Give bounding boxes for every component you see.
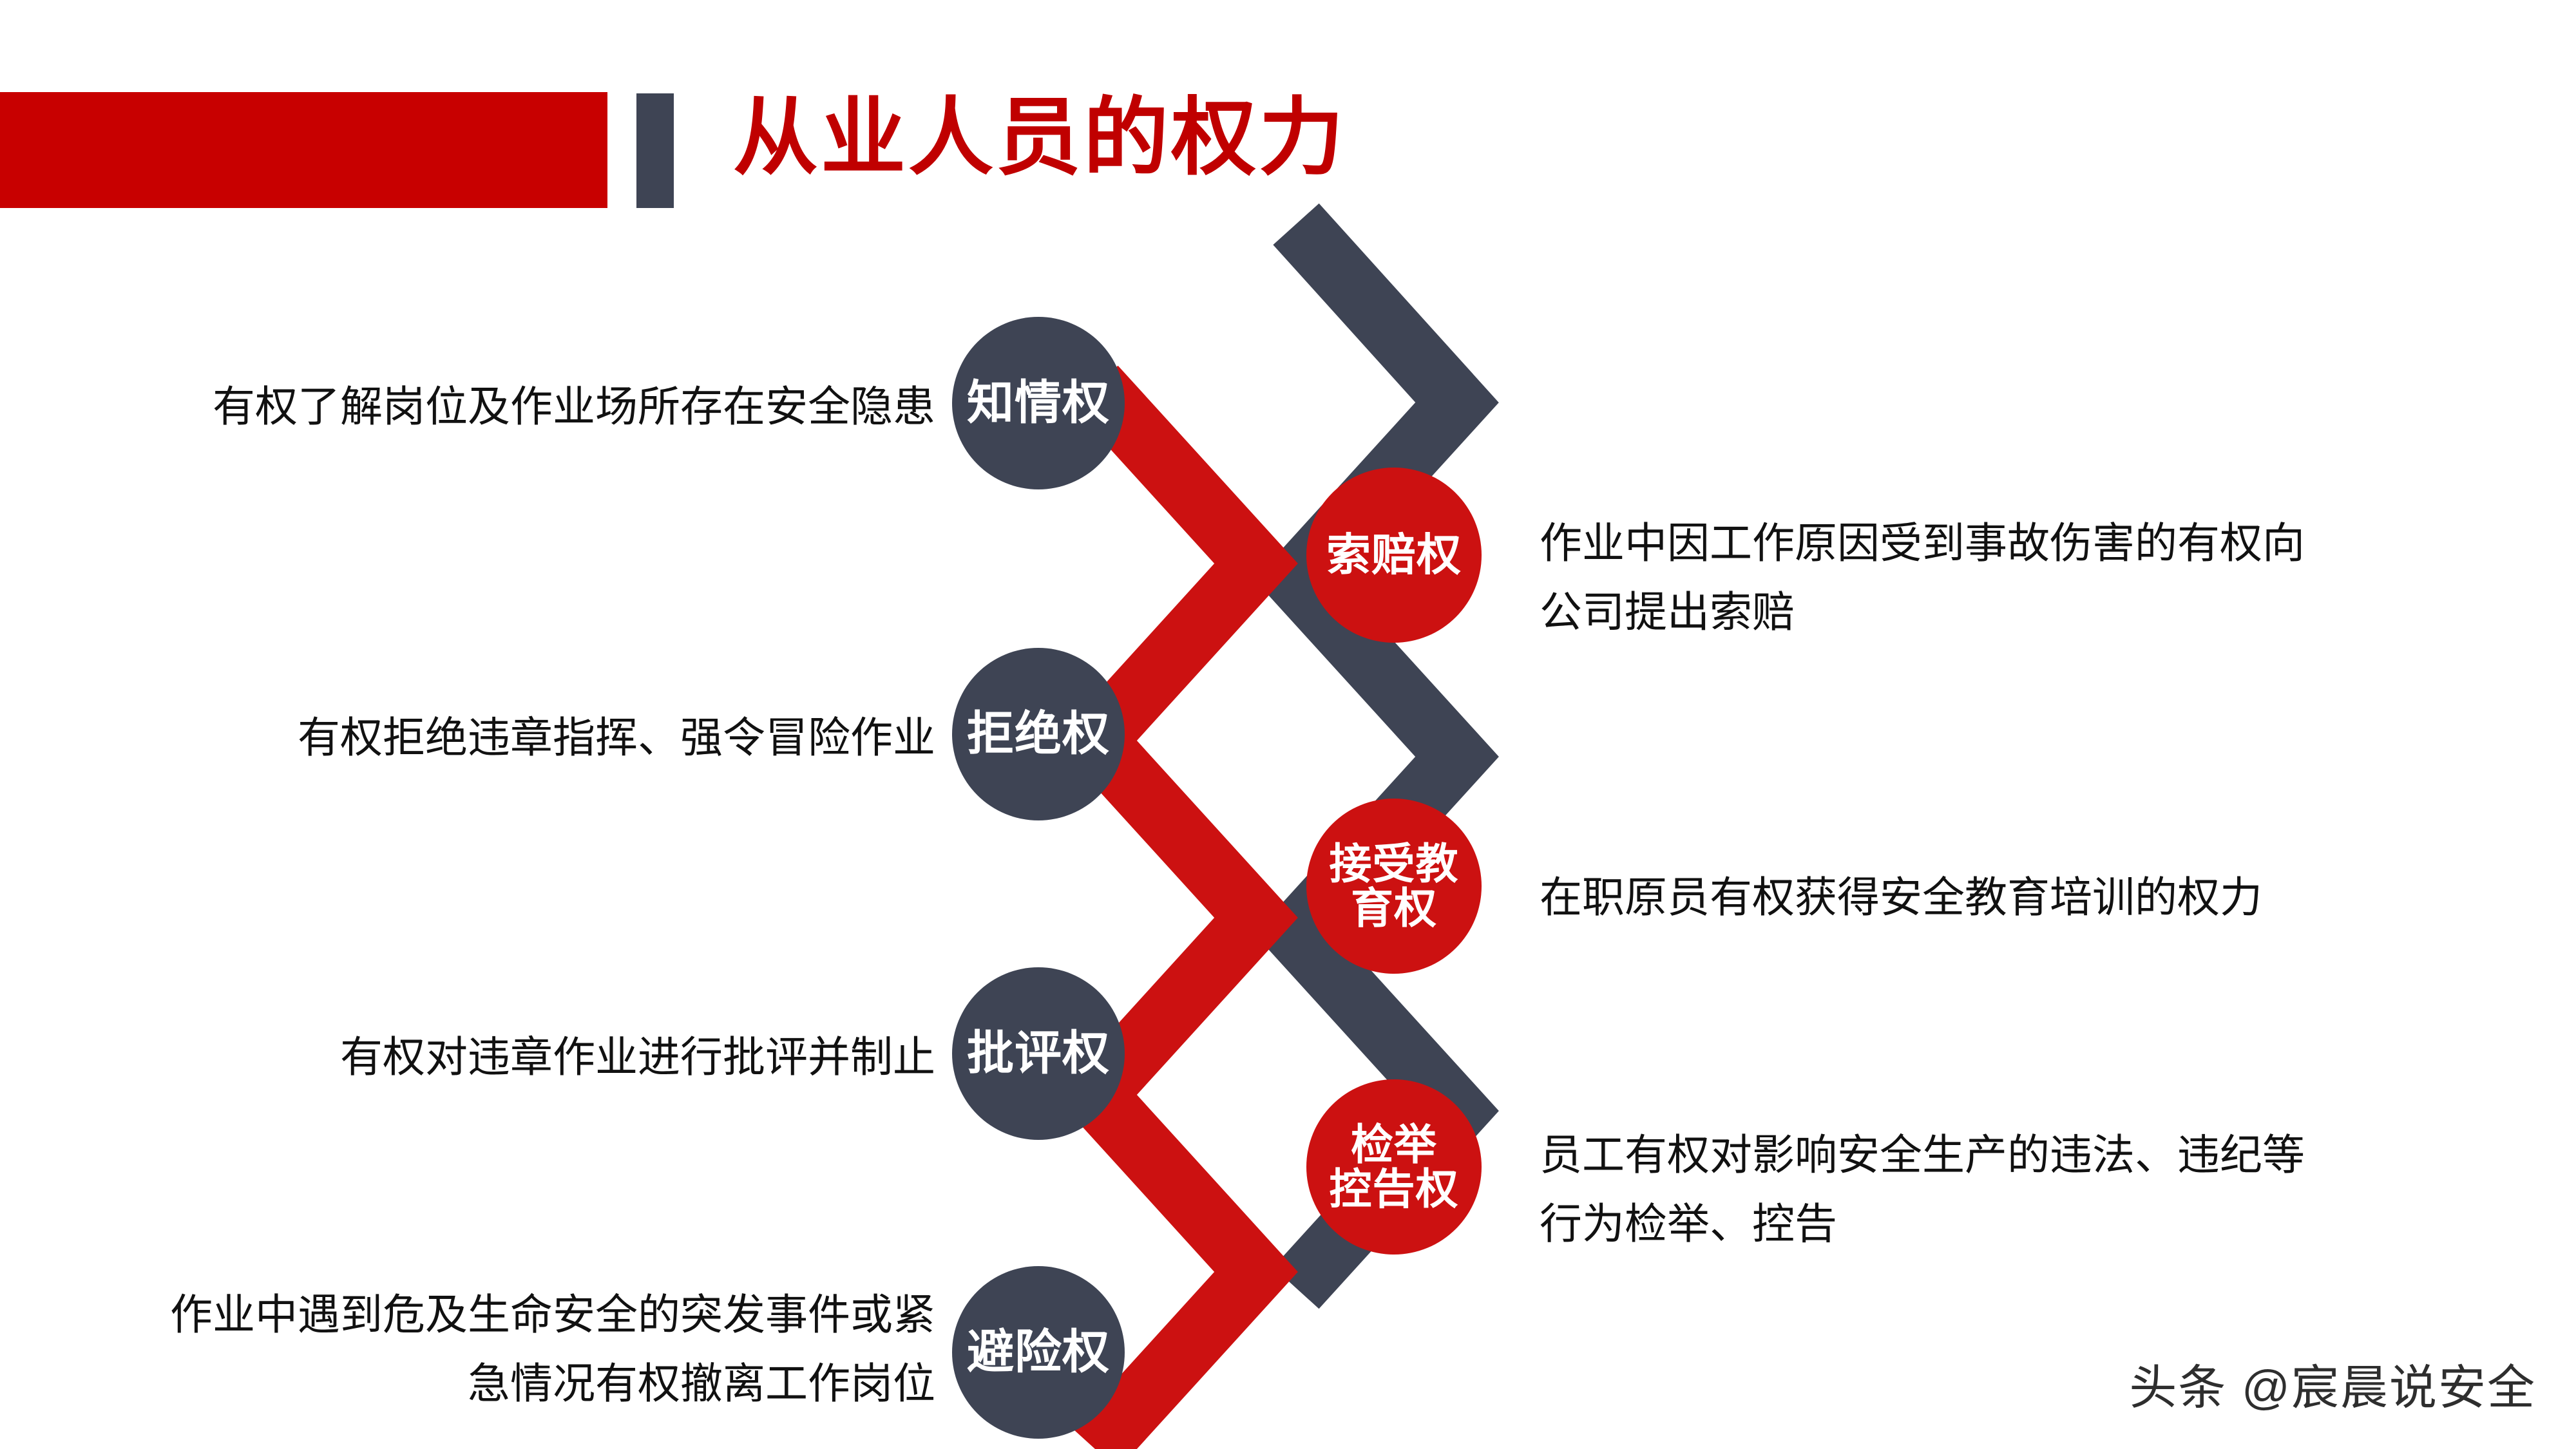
watermark-text: 头条 @宸晨说安全 [2129,1361,2536,1414]
badge-label: 检举 控告权 [1329,1121,1459,1213]
description-right-3: 员工有权对影响安全生产的违法、违纪等 行为检举、控告 [1540,1131,2305,1247]
zigzag-red-path [1053,365,1298,1449]
badge-label: 拒绝权 [967,708,1110,761]
badge-circle-left-1[interactable]: 知情权 [952,317,1125,489]
description-right-2: 在职原员有权获得安全教育培训的权力 [1540,873,2262,921]
badge-circle-left-3[interactable]: 批评权 [952,967,1125,1140]
badge-circle-right-1[interactable]: 索赔权 [1306,468,1482,643]
badge-label: 批评权 [967,1027,1110,1080]
badge-label: 知情权 [967,377,1110,430]
header-red-block [0,92,607,208]
badge-circle-left-4[interactable]: 避险权 [952,1266,1125,1439]
description-left-3: 有权对违章作业进行批评并制止 [340,1033,935,1081]
description-right-1: 作业中因工作原因受到事故伤害的有权向 公司提出索赔 [1540,519,2305,636]
header-accent-bar [636,93,674,208]
description-left-2: 有权拒绝违章指挥、强令冒险作业 [298,714,935,761]
badge-circle-right-2[interactable]: 接受教 育权 [1306,799,1482,974]
description-left-1: 有权了解岗位及作业场所存在安全隐患 [213,383,935,430]
badge-label: 接受教 育权 [1329,840,1459,932]
badge-label: 避险权 [967,1326,1110,1379]
badge-circle-right-3[interactable]: 检举 控告权 [1306,1079,1482,1255]
description-left-4: 作业中遇到危及生命安全的突发事件或紧 急情况有权撤离工作岗位 [170,1291,935,1407]
badge-label: 索赔权 [1326,530,1462,580]
page-title: 从业人员的权力 [733,90,1346,185]
badge-circle-left-2[interactable]: 拒绝权 [952,648,1125,820]
